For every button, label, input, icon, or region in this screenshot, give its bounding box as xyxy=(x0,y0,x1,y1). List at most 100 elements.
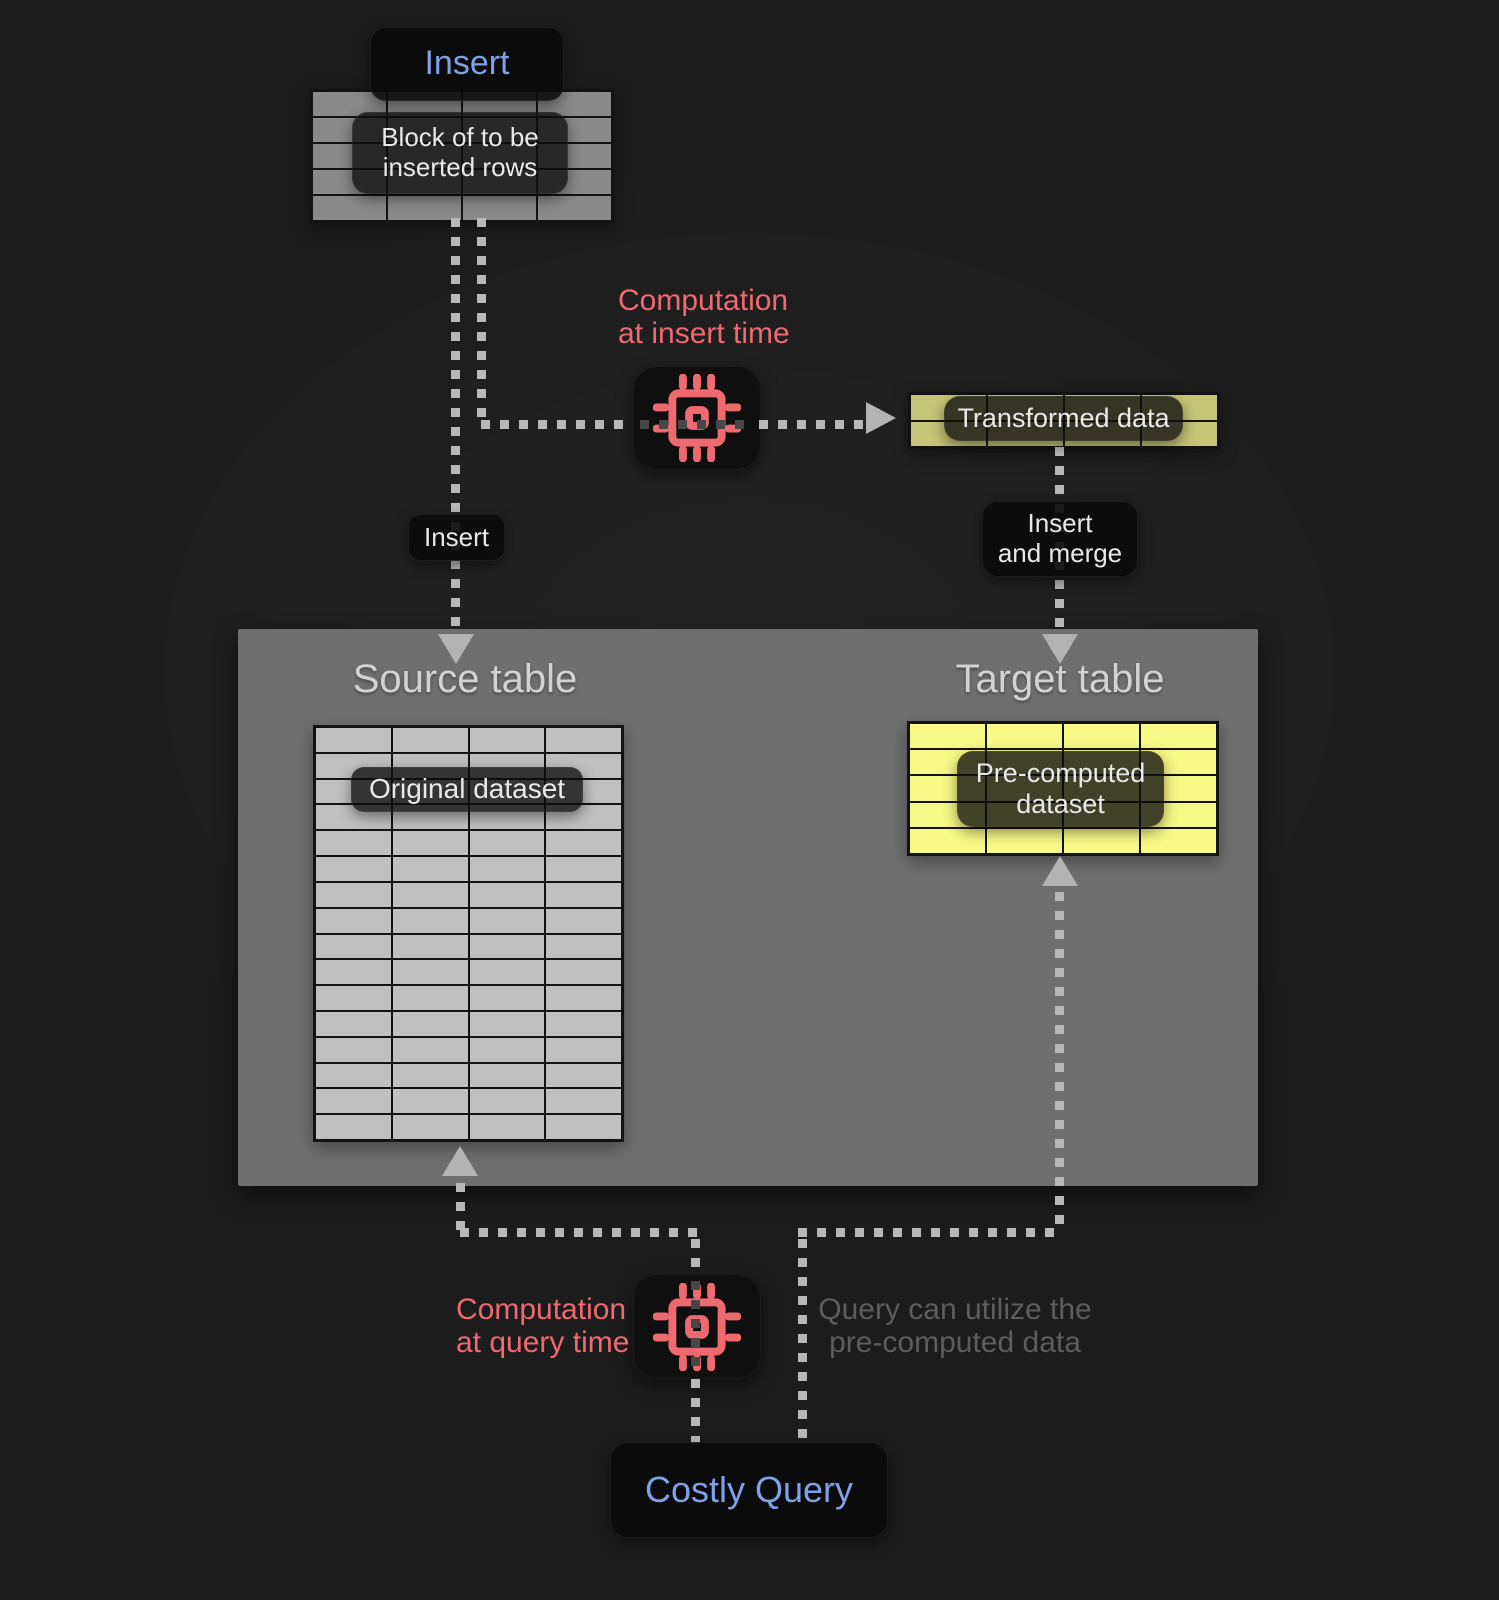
table-cell xyxy=(316,831,391,856)
cpu-icon xyxy=(653,374,741,462)
table-cell xyxy=(546,986,621,1010)
precomputed-caption-line1: Pre-computed xyxy=(975,757,1146,788)
arrow-down-icon xyxy=(438,634,474,664)
table-cell xyxy=(469,1089,545,1114)
table-cell xyxy=(469,1063,545,1088)
table-cell xyxy=(469,1115,545,1139)
table-cell xyxy=(469,882,545,907)
edge-insert-merge-line2: and merge xyxy=(997,538,1123,568)
computation-insert-label: Computation at insert time xyxy=(618,284,878,350)
table-cell xyxy=(316,1063,391,1088)
table-cell xyxy=(392,857,468,881)
table-cell xyxy=(987,828,1062,853)
table-cell xyxy=(316,882,391,907)
insert-block-caption-text: Block of to be inserted rows xyxy=(381,122,539,182)
query-to-target-line-vertical xyxy=(1055,892,1064,1234)
insert-action-label: Insert xyxy=(370,27,564,101)
table-cell xyxy=(469,857,545,881)
table-cell xyxy=(316,1037,391,1062)
precomputed-caption-line2: dataset xyxy=(1016,789,1105,819)
table-cell xyxy=(316,1011,391,1036)
original-dataset-caption-text: Original dataset xyxy=(368,773,566,805)
table-cell xyxy=(1141,724,1216,749)
table-cell xyxy=(1064,724,1139,749)
table-cell xyxy=(538,196,611,220)
table-cell xyxy=(392,1115,468,1139)
source-table-title: Source table xyxy=(352,657,578,701)
table-cell xyxy=(316,1115,391,1139)
computation-query-line2: at query time xyxy=(456,1326,630,1359)
table-cell xyxy=(469,934,545,959)
table-cell xyxy=(546,728,621,752)
edge-to-transformed-line xyxy=(759,420,865,429)
costly-query-node: Costly Query xyxy=(610,1442,888,1538)
table-cell xyxy=(388,196,461,220)
query-to-target-line-horizontal xyxy=(798,1228,1060,1237)
computation-insert-line1: Computation xyxy=(618,284,789,317)
table-cell xyxy=(316,986,391,1010)
table-cell xyxy=(546,857,621,881)
table-cell xyxy=(392,1063,468,1088)
query-left-line-bottom xyxy=(691,1379,700,1444)
table-cell xyxy=(316,728,391,752)
edge-insert-merge-line1: Insert xyxy=(1027,508,1093,539)
query-to-source-line-horizontal xyxy=(460,1228,698,1237)
table-cell xyxy=(546,1011,621,1036)
table-cell xyxy=(392,1089,468,1114)
computation-query-label: Computation at query time xyxy=(456,1293,716,1359)
costly-query-text: Costly Query xyxy=(644,1469,854,1511)
table-cell xyxy=(313,196,386,220)
edge-insert-label: Insert xyxy=(408,514,505,561)
target-table-title: Target table xyxy=(955,657,1165,701)
computation-insert-line2: at insert time xyxy=(618,317,790,350)
original-dataset-caption: Original dataset xyxy=(351,767,583,812)
arrow-up-icon xyxy=(442,1146,478,1176)
query-to-source-line-vertical xyxy=(456,1183,465,1233)
transformed-data-caption: Transformed data xyxy=(944,396,1183,441)
table-cell xyxy=(546,1115,621,1139)
edge-insert-line xyxy=(451,218,460,630)
transformed-data-caption-text: Transformed data xyxy=(957,402,1170,433)
table-cell xyxy=(392,986,468,1010)
table-cell xyxy=(316,857,391,881)
arrow-right-icon xyxy=(866,402,896,434)
table-cell xyxy=(392,1037,468,1062)
query-note-line2: pre-computed data xyxy=(829,1326,1081,1359)
table-cell xyxy=(392,882,468,907)
table-cell xyxy=(546,831,621,856)
edge-to-computation-line-vertical xyxy=(477,218,486,424)
arrow-down-icon xyxy=(1042,634,1078,664)
table-cell xyxy=(469,960,545,985)
table-cell xyxy=(316,960,391,985)
insert-action-text: Insert xyxy=(424,44,510,83)
table-cell xyxy=(392,831,468,856)
table-cell xyxy=(469,986,545,1010)
table-cell xyxy=(469,908,545,933)
computation-query-line1: Computation xyxy=(456,1293,627,1326)
precomputed-dataset-caption: Pre-computed dataset xyxy=(957,751,1164,827)
table-cell xyxy=(392,960,468,985)
query-note-label: Query can utilize the pre-computed data xyxy=(785,1293,1125,1359)
table-cell xyxy=(910,828,985,853)
table-cell xyxy=(469,1037,545,1062)
table-cell xyxy=(1064,828,1139,853)
table-cell xyxy=(1141,828,1216,853)
table-cell xyxy=(392,934,468,959)
edge-to-computation-line-horizontal xyxy=(481,420,633,429)
table-cell xyxy=(392,728,468,752)
table-cell xyxy=(546,908,621,933)
table-cell xyxy=(546,1037,621,1062)
table-cell xyxy=(392,1011,468,1036)
table-cell xyxy=(546,960,621,985)
table-cell xyxy=(910,724,985,749)
table-cell xyxy=(316,934,391,959)
table-cell xyxy=(392,908,468,933)
edge-insert-text: Insert xyxy=(423,521,490,552)
table-cell xyxy=(463,196,536,220)
table-cell xyxy=(469,1011,545,1036)
table-cell xyxy=(316,1089,391,1114)
edge-insert-merge-label: Insert and merge xyxy=(982,501,1138,577)
table-cell xyxy=(546,1089,621,1114)
arrow-up-icon xyxy=(1042,856,1078,886)
